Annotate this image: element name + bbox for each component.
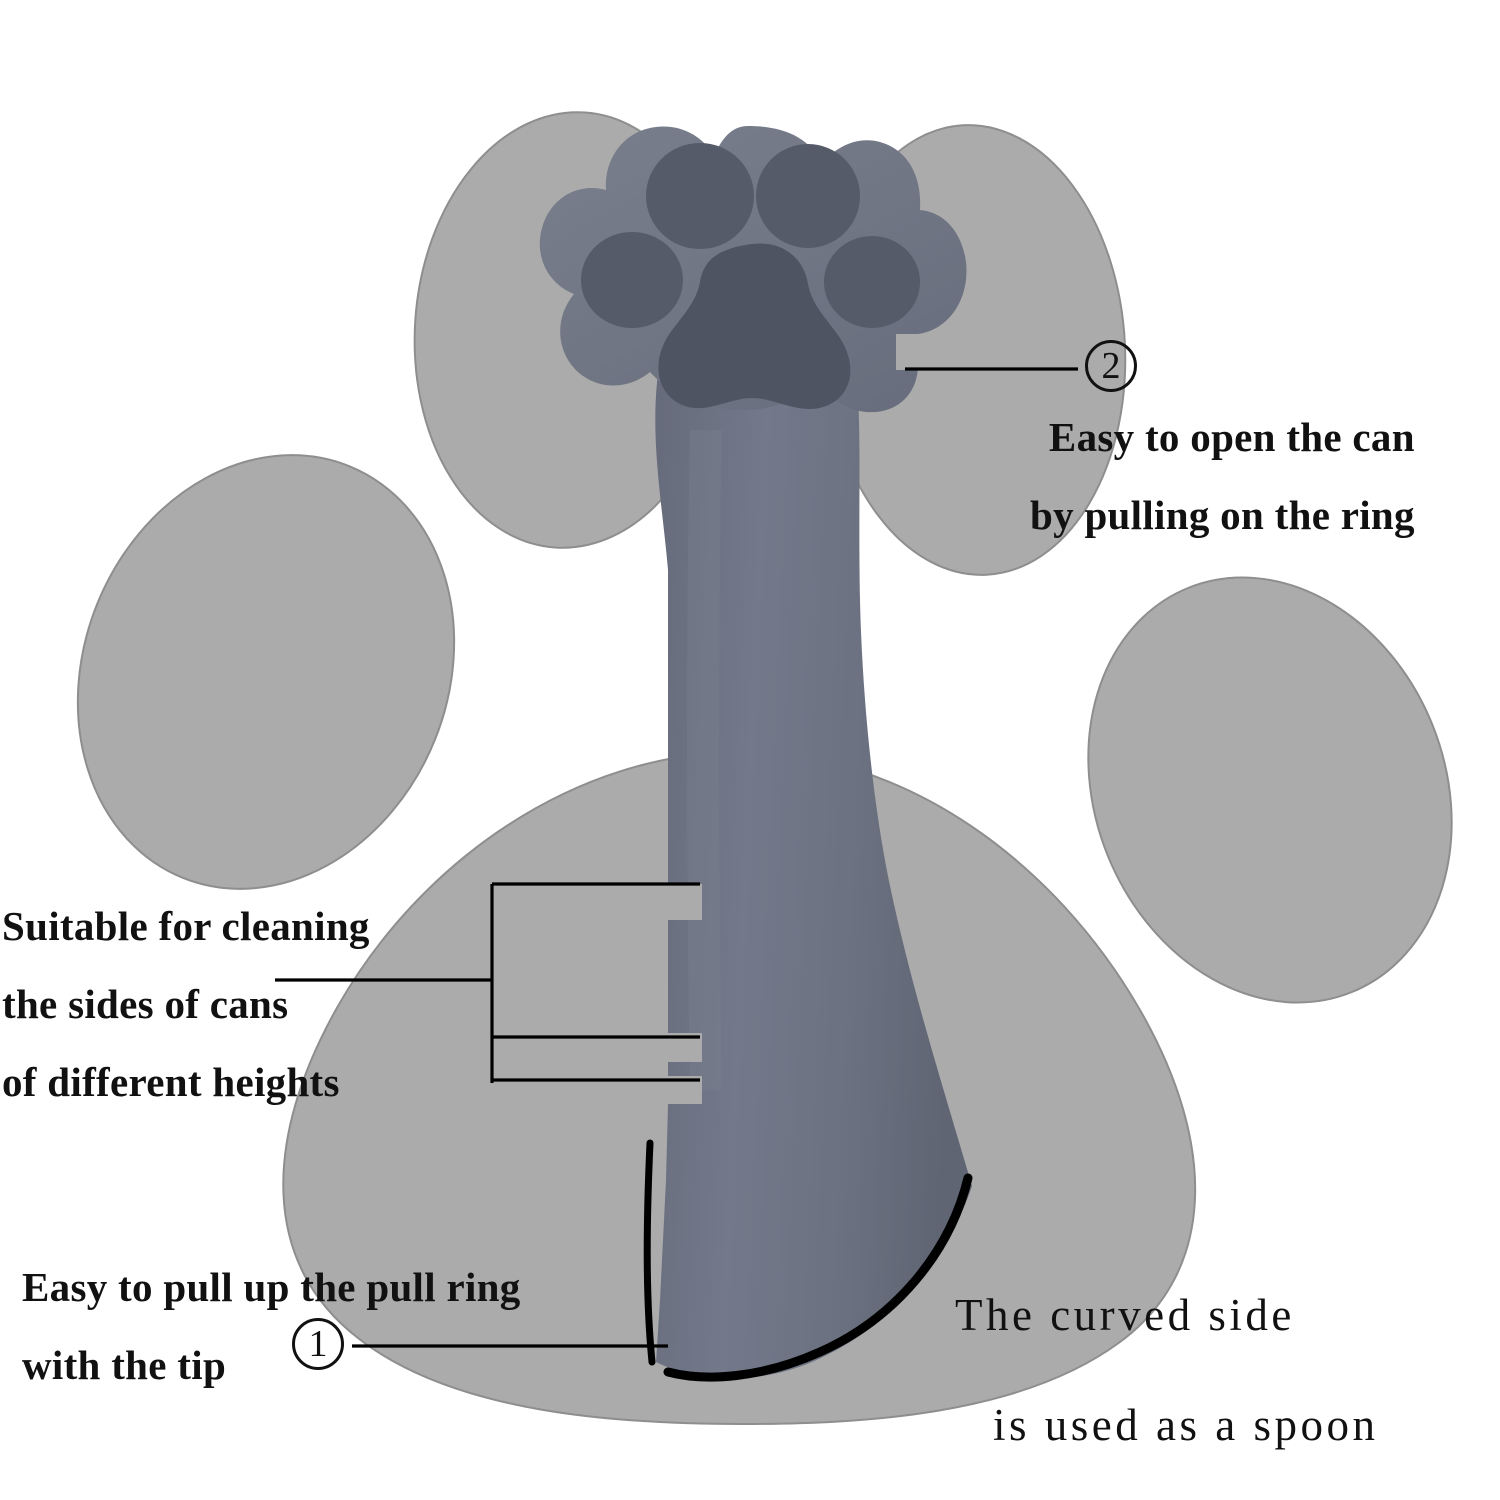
can-opener-tool [539, 126, 972, 1379]
callout-open-can-line-2: by pulling on the ring [1030, 492, 1415, 538]
tool-handle-highlight [687, 430, 722, 1090]
main-pad-recess [658, 243, 851, 410]
callout-badge-1: 1 [292, 1318, 344, 1370]
toe-pad-recess-bottom-left [581, 232, 683, 328]
paw-head-ring-notch [896, 334, 920, 370]
callout-pull-ring-line-1: Easy to pull up the pull ring [22, 1264, 521, 1310]
callout-spoon-line-1: The curved side [955, 1290, 1295, 1340]
backdrop-toe-pad-outer-left [76, 454, 456, 890]
spoon-curve-marker [663, 1173, 973, 1382]
callout-text-curved-spoon: The curved side is used as a spoon [955, 1260, 1378, 1480]
callout-spoon-line-2: is used as a spoon [993, 1400, 1379, 1450]
callout-clean-line-3: of different heights [2, 1059, 340, 1105]
callout-text-open-can: Easy to open the can by pulling on the r… [1030, 398, 1415, 554]
tip-edge-marker-line [643, 1139, 656, 1366]
tool-body-silhouette [655, 360, 972, 1379]
toe-pad-recess-bottom-right [824, 236, 920, 328]
callout-clean-line-1: Suitable for cleaning [2, 903, 370, 949]
callout-clean-line-2: the sides of cans [2, 981, 289, 1027]
toe-pad-recess-top-right [756, 144, 860, 248]
callout-text-pull-ring: Easy to pull up the pull ring with the t… [22, 1248, 521, 1404]
backdrop-toe-pad-outer-right [1087, 576, 1453, 1004]
annotation-leader-lines [275, 367, 1078, 1348]
toe-pad-recess-top-left [646, 143, 754, 249]
callout-open-can-line-1: Easy to open the can [1048, 414, 1415, 460]
callout-badge-2: 2 [1085, 340, 1137, 392]
callout-text-clean-sides: Suitable for cleaning the sides of cans … [2, 887, 370, 1121]
callout-pull-ring-line-2: with the tip [22, 1342, 227, 1388]
